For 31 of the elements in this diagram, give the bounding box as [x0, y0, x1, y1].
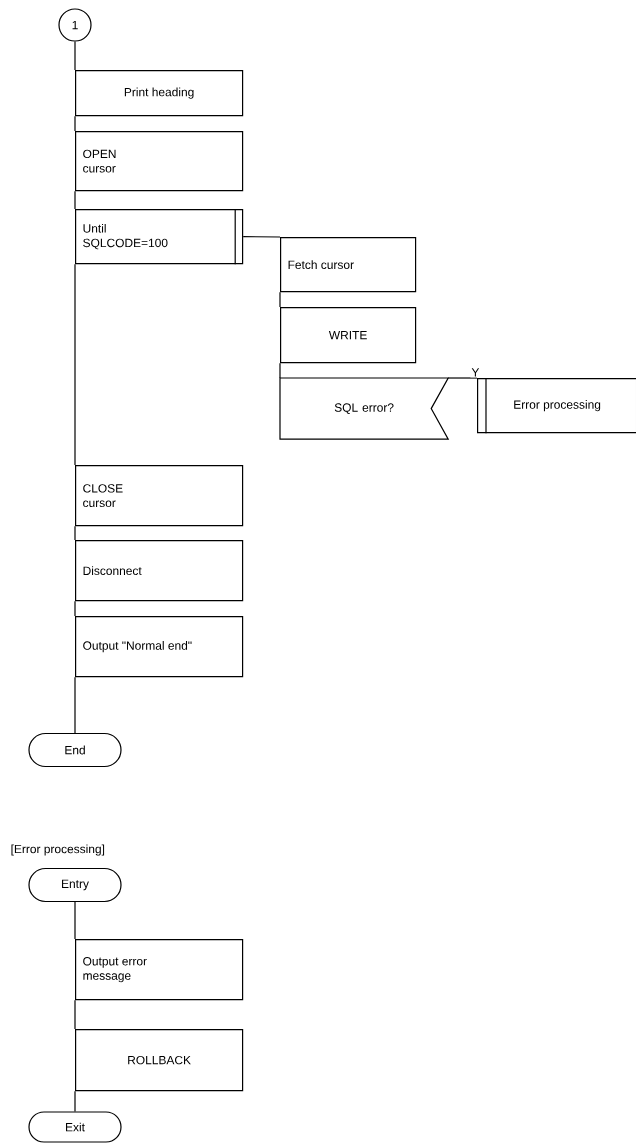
process-box: Output error message: [75, 939, 244, 1001]
section-heading: [Error processing]: [11, 844, 105, 856]
loop-box: Until SQLCODE=100: [75, 208, 244, 265]
connector-line: [74, 525, 76, 541]
terminal: End: [28, 732, 122, 768]
connector-line: [242, 236, 281, 238]
connector-line: [74, 115, 76, 132]
connector-line: [74, 190, 76, 210]
connector-line: [74, 263, 76, 466]
process-box: CLOSE cursor: [75, 465, 244, 527]
connector-line: [74, 1090, 76, 1112]
connector-line: [74, 901, 76, 940]
process-box: OPEN cursor: [75, 131, 244, 192]
process-box: Disconnect: [75, 540, 244, 602]
process-box: Fetch cursor: [280, 237, 417, 293]
connector-line: [74, 676, 76, 734]
connector-line: [447, 377, 478, 379]
connector-line: [279, 291, 281, 308]
process-box: WRITE: [280, 307, 417, 364]
process-box: Output "Normal end": [75, 616, 244, 678]
edge-label: Y: [470, 367, 481, 378]
process-box: Print heading: [75, 70, 244, 117]
connector-line: [279, 362, 281, 379]
process-box: ROLLBACK: [75, 1029, 244, 1092]
terminal: Exit: [28, 1111, 122, 1143]
connector-line: [74, 600, 76, 617]
connector-line: [74, 999, 76, 1030]
condition-box: SQL error?: [279, 377, 450, 440]
connector-line: [74, 41, 76, 71]
subroutine-box: Error processing: [477, 377, 636, 434]
terminal: Entry: [28, 867, 122, 903]
